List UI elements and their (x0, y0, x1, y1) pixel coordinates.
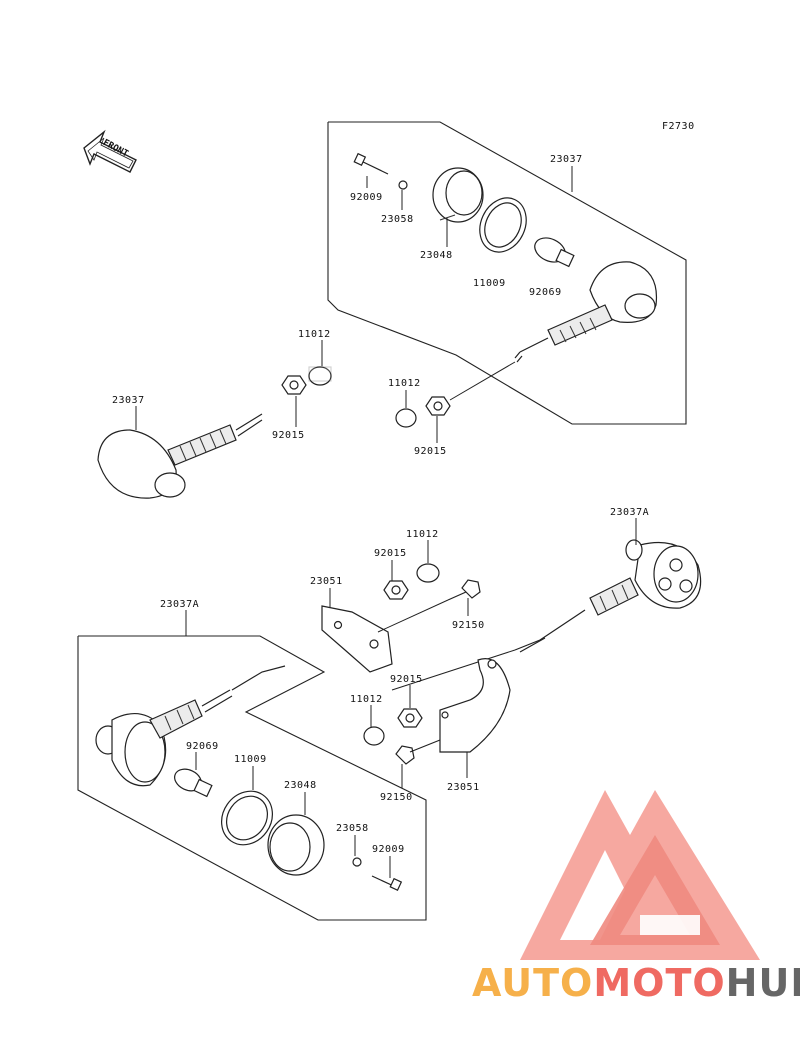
callout-11012-bracket: 11012 (406, 529, 439, 540)
signal-housing-23037A-right (514, 539, 702, 653)
callout-23058-bottom: 23058 (336, 823, 369, 834)
nut-23058-top (398, 180, 408, 190)
callout-23037A-left: 23037A (160, 599, 199, 610)
bracket-23051-lower (439, 658, 511, 753)
callout-92015-bracket: 92015 (374, 548, 407, 559)
bolt-92150-lower (395, 739, 441, 765)
figure-code: F2730 (662, 121, 695, 132)
lens-cover-23048-top (432, 167, 484, 223)
callout-11009-top: 11009 (473, 278, 506, 289)
grommet-11012-lower (363, 726, 385, 746)
callout-92069-bottom: 92069 (186, 741, 219, 752)
bulb-92069-top (534, 237, 575, 268)
callout-92009-top: 92009 (350, 192, 383, 203)
signal-housing-top-left (97, 413, 263, 499)
signal-housing-top-right (514, 261, 658, 363)
callout-92015-top: 92015 (272, 430, 305, 441)
watermark-word-moto: MOTO (593, 961, 725, 1005)
svg-text:AUTOMOTOHUB: AUTOMOTOHUB (472, 961, 800, 1005)
callout-11012-top: 11012 (298, 329, 331, 340)
callout-92150-lower: 92150 (380, 792, 413, 803)
nut-92015-lower (397, 708, 423, 728)
callout-23051-upper: 23051 (310, 576, 343, 587)
callout-11009-bottom: 11009 (234, 754, 267, 765)
grommet-11012-mid (395, 408, 417, 428)
bracket-23051-upper (321, 605, 393, 673)
watermark-word-auto: AUTO (472, 961, 593, 1005)
callout-23048-bottom: 23048 (284, 780, 317, 791)
nut-92015-bracket (383, 580, 409, 600)
signal-housing-23037A-left (95, 665, 286, 787)
gasket-11009-bottom (221, 790, 273, 846)
nut-92015-mid (425, 396, 451, 416)
top-assembly-frame (327, 121, 687, 425)
callout-23037-top-right: 23037 (550, 154, 583, 165)
callout-23037A-right: 23037A (610, 507, 649, 518)
callout-92009-bottom: 92009 (372, 844, 405, 855)
grommet-11012-top (308, 366, 332, 386)
watermark-word-hub: HUB (726, 961, 800, 1005)
bolt-92009-bottom (371, 875, 403, 892)
bolt-92009-top (353, 152, 389, 175)
leader-lines (135, 166, 637, 878)
callout-23058-top: 23058 (381, 214, 414, 225)
front-direction-arrow: FRONT (83, 129, 137, 173)
nut-23058-bottom (352, 857, 362, 867)
bulb-92069-bottom (174, 768, 213, 798)
nut-92015-top (281, 375, 307, 395)
grommet-11012-bracket (416, 563, 440, 583)
callout-92015-mid: 92015 (414, 446, 447, 457)
bolt-92150-upper (377, 579, 481, 633)
callout-11012-lower: 11012 (350, 694, 383, 705)
watermark-wordmark: AUTOMOTOHUB (472, 961, 800, 1005)
callout-11012-mid: 11012 (388, 378, 421, 389)
watermark-emblem (520, 790, 760, 960)
gasket-11009-top (479, 197, 527, 253)
callout-92015-lower: 92015 (390, 674, 423, 685)
callout-92069-top: 92069 (529, 287, 562, 298)
callout-23051-lower: 23051 (447, 782, 480, 793)
lens-cover-23048-bottom (267, 814, 325, 876)
callout-92150-upper: 92150 (452, 620, 485, 631)
bottom-assembly-frame (77, 635, 427, 921)
callout-labels: 23037 92009 23058 23048 11009 92069 1101… (112, 154, 649, 855)
callout-23037-top-left: 23037 (112, 395, 145, 406)
callout-23048-top: 23048 (420, 250, 453, 261)
